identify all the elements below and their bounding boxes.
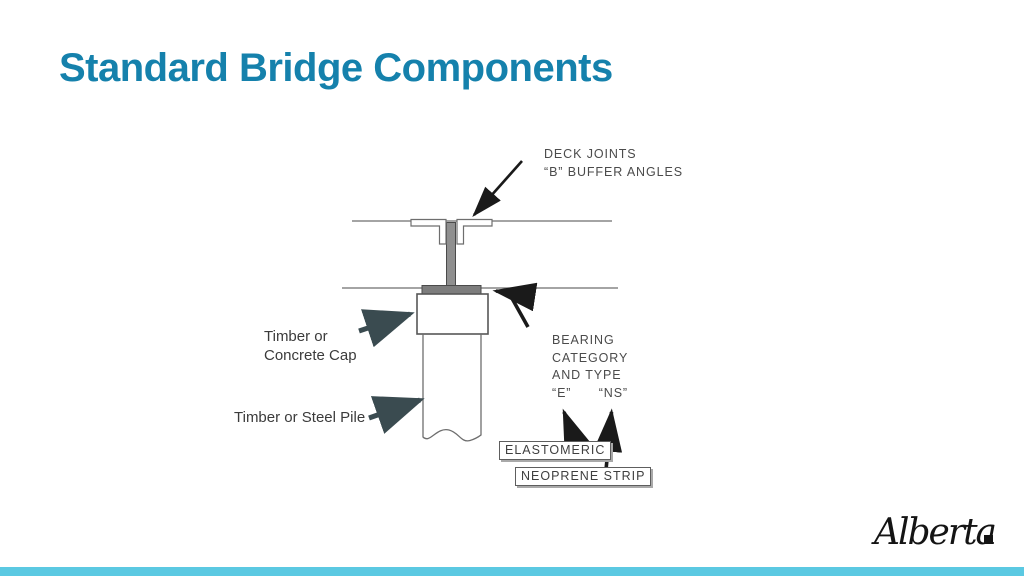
bearing-label-line3: AND TYPE: [552, 368, 622, 382]
deck-joints-label: DECK JOINTS “B” BUFFER ANGLES: [544, 146, 683, 181]
alberta-logo: Alberta: [874, 512, 1004, 560]
timber-pile-label: Timber or Steel Pile: [234, 409, 366, 426]
timber-cap-label-line2: Concrete Cap: [264, 346, 357, 364]
bearing-type-row: “E” “NS”: [552, 385, 628, 403]
footer-accent-bar: [0, 567, 1024, 576]
neoprene-callout-box: NEOPRENE STRIP: [515, 467, 652, 486]
deck-joints-label-line1: DECK JOINTS: [544, 147, 637, 161]
cap-outline: [416, 293, 489, 335]
bearing-arrow: [492, 282, 538, 328]
pile-label-arrow: [368, 396, 425, 434]
deck-joints-arrow: [472, 160, 523, 217]
bearing-label-line2: CATEGORY: [552, 350, 629, 365]
timber-cap-label-line1: Timber or: [264, 328, 328, 345]
bearing-pad: [421, 285, 482, 295]
bearing-type-ns: “NS”: [598, 385, 628, 400]
bearing-label: BEARING CATEGORY AND TYPE “E” “NS”: [552, 332, 628, 402]
pile-outline: [422, 334, 482, 442]
buffer-angle-left: [410, 218, 447, 245]
elastomeric-callout-box: ELASTOMERIC: [499, 441, 612, 460]
elastomeric-arrow: [562, 408, 592, 455]
joint-web-plate: [446, 222, 456, 288]
trademark-square-icon: [984, 535, 993, 544]
deck-joints-label-line2: “B” BUFFER ANGLES: [544, 164, 683, 179]
slide-title: Standard Bridge Components: [59, 46, 613, 90]
alberta-logo-text: Alberta: [874, 512, 997, 553]
buffer-angle-right: [456, 218, 493, 245]
timber-cap-label: Timber or Concrete Cap: [264, 328, 357, 365]
bearing-label-line1: BEARING: [552, 333, 615, 347]
cap-label-arrow: [358, 309, 415, 348]
bearing-type-e: “E”: [552, 385, 572, 400]
